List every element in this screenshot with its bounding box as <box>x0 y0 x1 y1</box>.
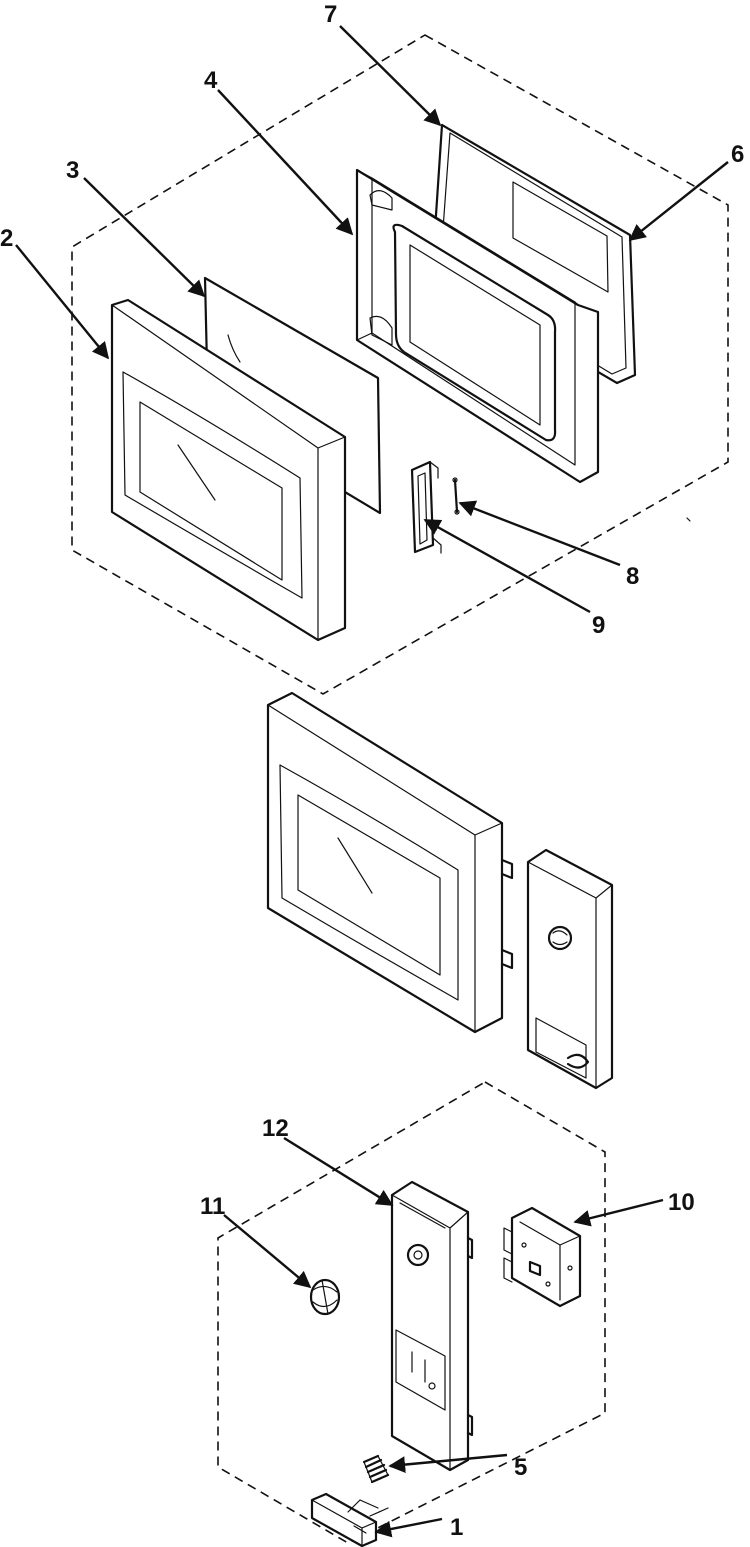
callout-9: 9 <box>592 612 605 639</box>
leader-lines <box>15 25 729 1538</box>
callout-6: 6 <box>731 141 744 168</box>
callout-4: 4 <box>204 67 218 94</box>
part-8-latch-spring <box>452 477 460 515</box>
callout-12: 12 <box>262 1115 289 1142</box>
callout-10: 10 <box>668 1189 695 1216</box>
callout-11: 11 <box>200 1193 225 1220</box>
stray-mark <box>686 517 691 522</box>
part-12-control-panel-frame <box>390 1180 474 1472</box>
assembled-door <box>266 691 514 1034</box>
callout-5: 5 <box>514 1454 527 1481</box>
part-10-timer-switch <box>503 1206 582 1308</box>
callout-3: 3 <box>66 157 79 184</box>
callout-8: 8 <box>626 563 639 590</box>
callout-1: 1 <box>450 1514 463 1541</box>
door-assembly-boundary <box>71 34 729 695</box>
part-2-door-outer-frame <box>110 298 347 642</box>
control-assembly-boundary <box>217 1081 606 1544</box>
part-11-knob <box>309 1278 341 1316</box>
callout-2: 2 <box>0 225 13 252</box>
part-1-release-button <box>310 1492 389 1547</box>
part-5-spring <box>362 1454 390 1484</box>
part-9-latch-hook <box>410 460 442 554</box>
part-4-inner-door-panel <box>355 168 600 484</box>
callout-7: 7 <box>324 1 337 28</box>
assembled-control-panel <box>526 848 614 1090</box>
